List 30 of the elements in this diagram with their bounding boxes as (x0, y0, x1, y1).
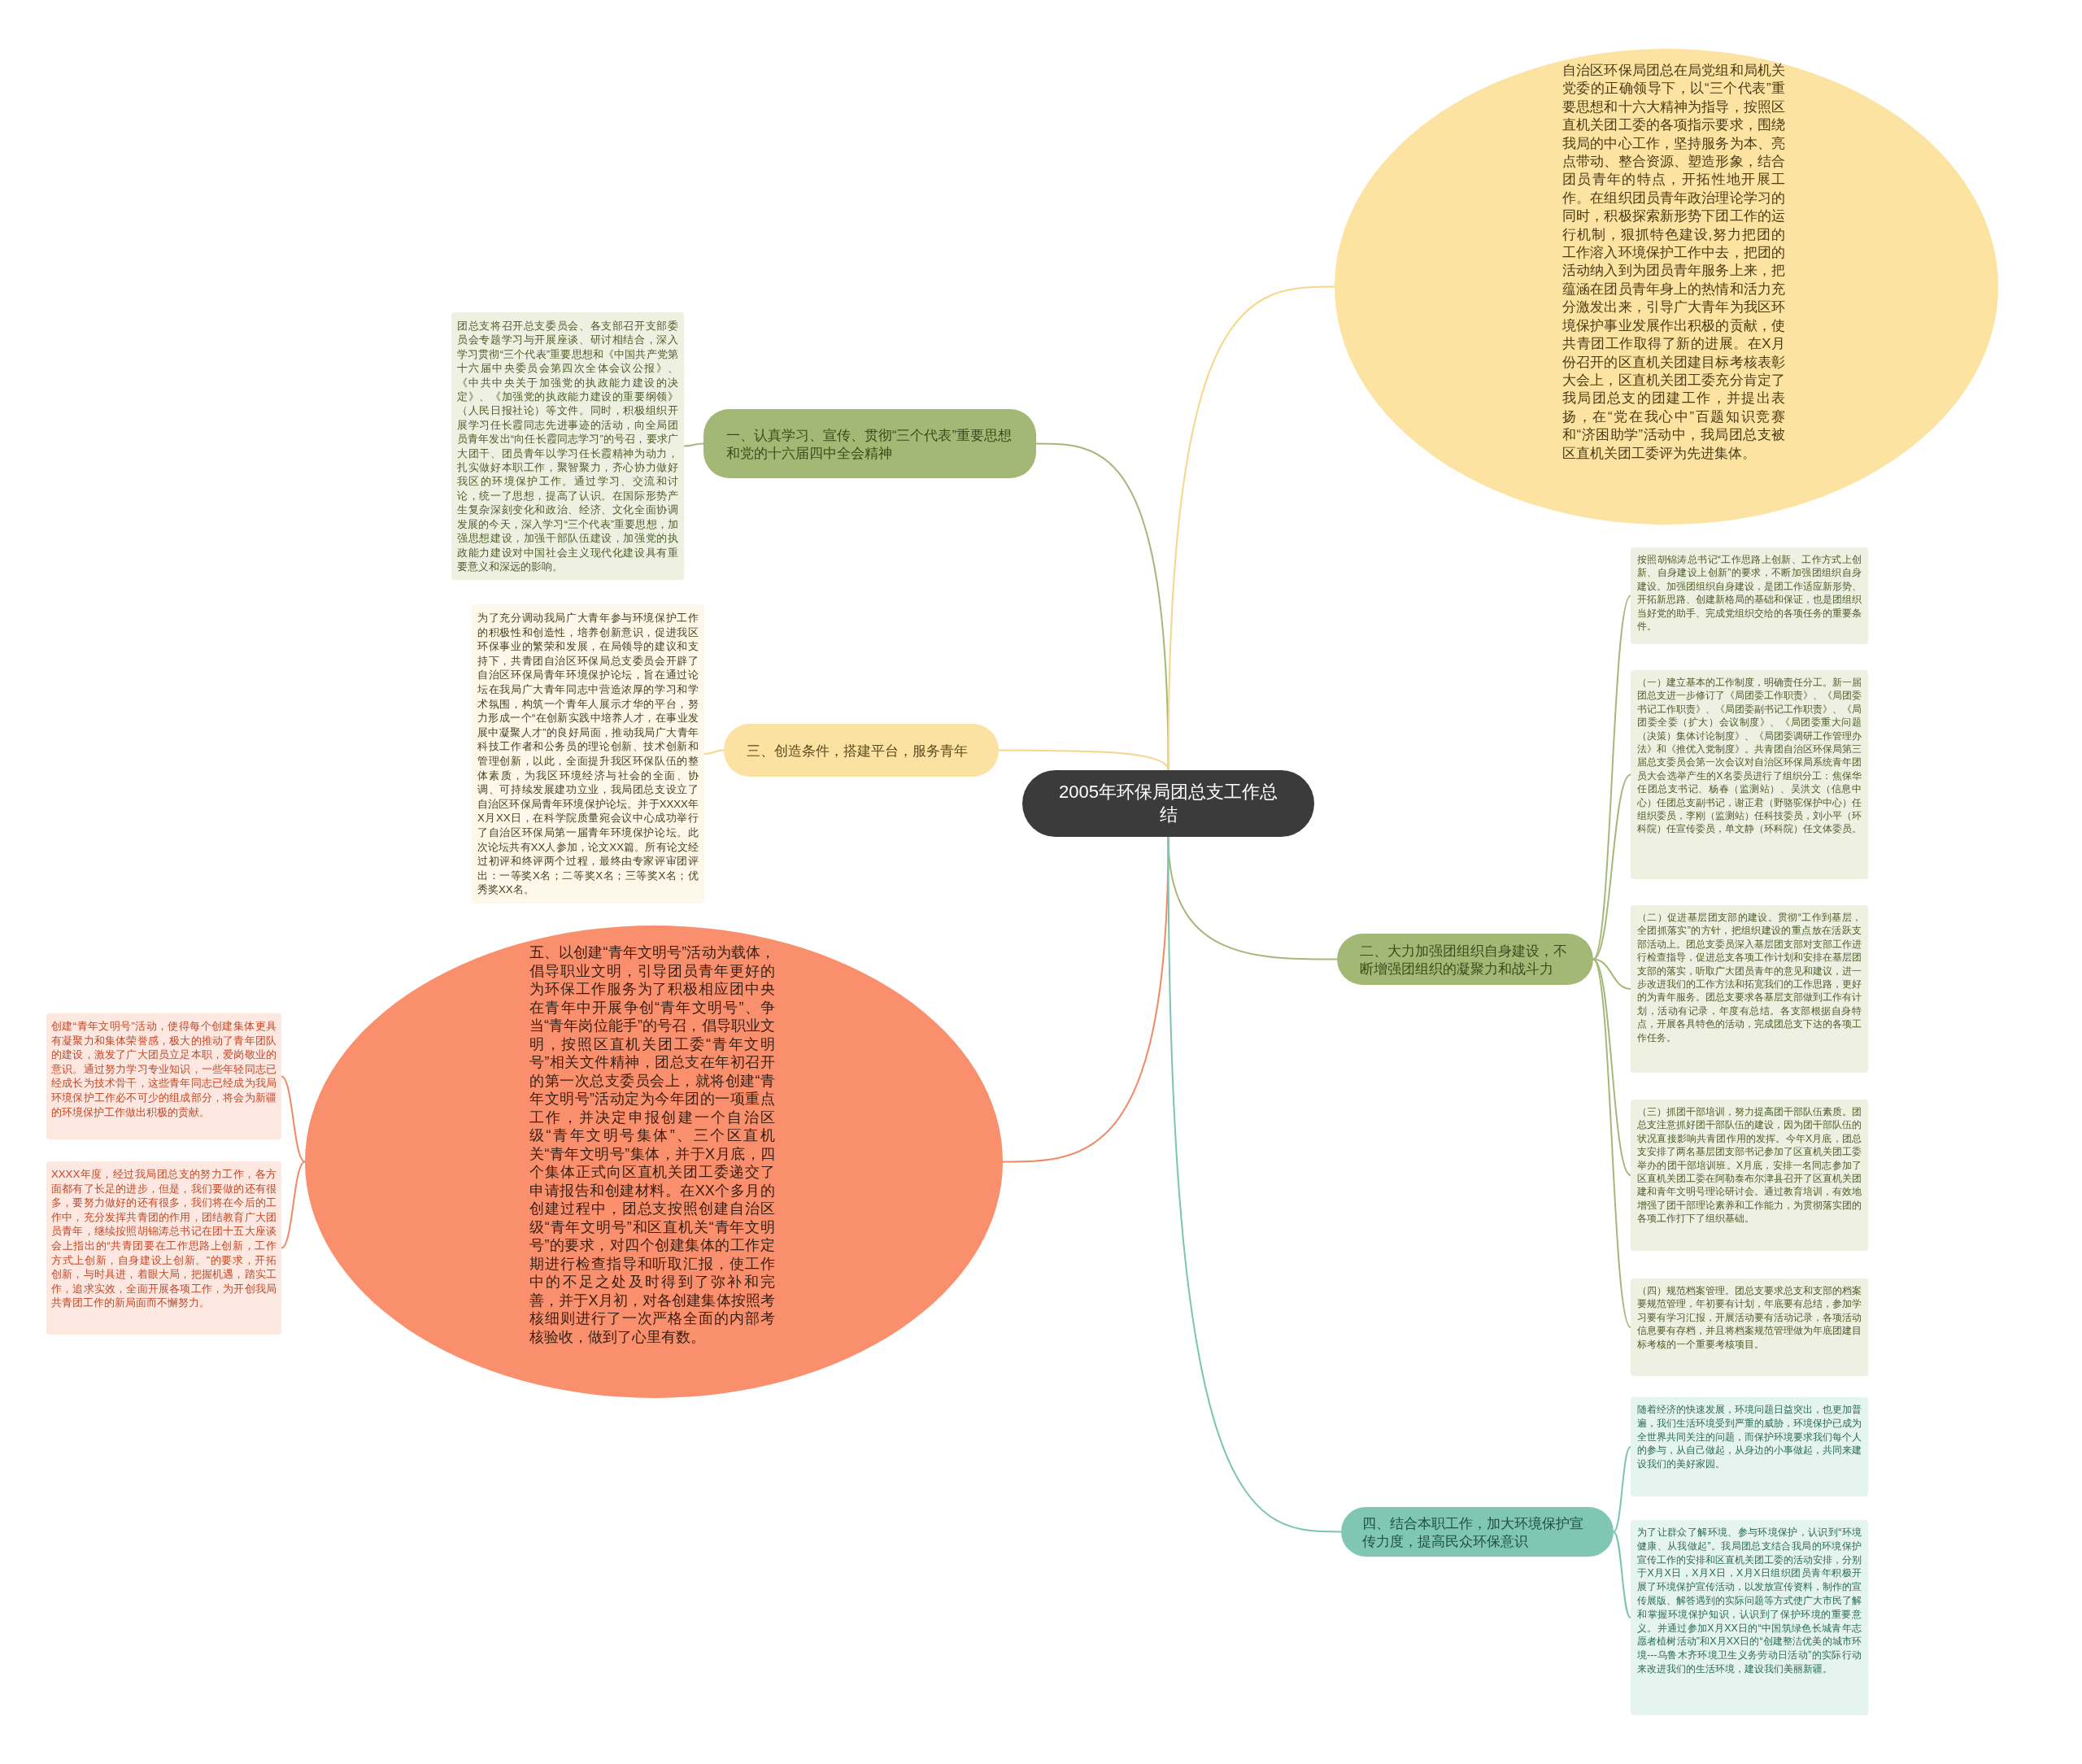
note-box: 创建“青年文明号”活动，使得每个创建集体更具有凝聚力和集体荣誉感，极大的推动了青年团队的建设，激发了广大团员立足本职，爱岗敬业的意识。通过努力学习专业知识，一些年轻同志已经成长为技术骨干，这些青年同志已经成为我局环境保护工作必不可少的组成部分，将会为新疆的环境保护工作做出积极的贡献。 (46, 1013, 281, 1139)
connector-line (1592, 958, 1631, 1328)
note-box: （一）建立基本的工作制度，明确责任分工。新一届团总支进一步修订了《局团委工作职责》、《局团委书记工作职责》、《局团委副书记工作职责》、《局团委全委（扩大）会议制度》、《局团委重大问题（决策）集体讨论制度》、《局团委调研工作管理办法》和《推优入党制度》。共青团自治区环保局第三届总支委员会第一次会议对自治区环保局系统青年团员大会选举产生的X名委员进行了组织分工：焦保华任团总支书记、杨春（监测站）、吴洪文（信息中心）任团总支副书记，谢正君（野骆驼保护中心）任组织委员，李刚（监测站）任科技委员，刘小平（环科院）任宣传委员，单文静（环科院）任文体委员。 (1631, 670, 1868, 879)
branch-topic: 二、大力加强团组织自身建设，不断增强团组织的凝聚力和战斗力 (1337, 934, 1593, 985)
note-box: 随着经济的快速发展，环境问题日益突出，也更加普遍，我们生活环境受到严重的威胁，环境保护已成为全世界共同关注的问题，而保护环境要求我们每个人的参与，从自己做起，从身边的小事做起，共同来建设我们的美好家园。 (1631, 1397, 1868, 1496)
connector-line (1167, 285, 1335, 771)
connector-line (1613, 1531, 1631, 1618)
note-box: 为了让群众了解环境、参与环境保护，认识到“环境健康、从我做起”。我局团总支结合我局的环境保护宣传工作的安排和区直机关团工委的活动安排，分别于X月X日，X月X日，X月X日组织团员青年积极开展了环境保护宣传活动，以发放宣传资料，制作的宣传展版、解答遇到的实际问题等方式使广大市民了解和掌握环境保护知识，认识到了保护环境的重要意义。并通过参加X月XX日的“中国筑绿色长城青年志愿者植树活动”和X月XX日的“创建整洁优美的城市环境---乌鲁木齐环境卫生义务劳动日活动”的实际行动来改进我们的生活环境，建设我们美丽新疆。 (1631, 1520, 1868, 1715)
note-box: （三）抓团干部培训，努力提高团干部队伍素质。团总支注意抓好团干部队伍的建设，因为团干部队伍的状况直接影响共青团作用的发挥。今年X月底，团总支安排了两名基层团支部书记参加了区直机关团工委举办的团干部培训班。X月底，安排一名同志参加了区直机关团工委在阿勒泰布尔津县召开了区直机关团建和青年文明号理论研讨会。通过教育培训，有效地增强了团干部理论素养和工作能力，为贯彻落实团的各项工作打下了组织基础。 (1631, 1100, 1868, 1251)
note-box: 团总支将召开总支委员会、各支部召开支部委员会专题学习与开展座谈、研讨相结合，深入学习贯彻“三个代表”重要思想和《中国共产党第十六届中央委员会第四次全体会议公报》、《中共中央关于加强党的执政能力建设的决定》、《加强党的执政能力建设的重要纲领》（人民日报社论）等文件。同时，积极组织开展学习任长霞同志先进事迹的活动，向全局团员青年发出“向任长霞同志学习”的号召，要求广大团干、团员青年以学习任长霞精神为动力，扎实做好本职工作，聚智聚力，齐心协力做好我区的环境保护工作。通过学习、交流和讨论，统一了思想，提高了认识。在国际形势产生复杂深刻变化和政治、经济、文化全面协调发展的今天，深入学习“三个代表”重要思想，加强思想建设，加强干部队伍建设，加强党的执政能力建设对中国社会主义现代化建设具有重要意义和深远的影响。 (451, 312, 684, 581)
branch-topic: 四、结合本职工作，加大环境保护宣传力度，提高民众环保意识 (1341, 1507, 1614, 1557)
connector-line (703, 749, 725, 755)
connector-line (1002, 836, 1169, 1163)
note-box: XXXX年度，经过我局团总支的努力工作，各方面都有了长足的进步，但是，我们要做的还有很多，要努力做好的还有很多，我们将在今后的工作中，充分发挥共青团的作用，团结教育广大团员青年，继续按照胡锦涛总书记在团十五大座谈会上指出的“共青团要在工作思路上创新，工作方式上创新，自身建设上创新。”的要求，开拓创新，与时具进，着眼大局，把握机遇，踏实工作，追求实效，全面开展各项工作，为开创我局共青团工作的新局面而不懈努力。 (46, 1161, 281, 1335)
connector-line (1167, 836, 1342, 1533)
note-box: （二）促进基层团支部的建设。贯彻“工作到基层，全团抓落实”的方针，把组织建设的重点放在活跃支部活动上。团总支委员深入基层团支部对支部工作进行检查指导，促进总支各项工作计划和安排在基层团支部的落实，听取广大团员青年的意见和建议，进一步改进我们的工作方法和拓宽我们的工作思路，更好的为青年服务。团总支要求各基层支部做到工作有计划，活动有记录，年度有总结。各支部根据自身特点，开展各具特色的活动，完成团总支下达的各项工作任务。 (1631, 905, 1868, 1073)
connector-line (1592, 958, 1631, 990)
topic-ellipse: 自治区环保局团总在局党组和局机关党委的正确领导下，以“三个代表”重要思想和十六大精神为指导，按照区直机关团工委的各项指示要求，围绕我局的中心工作，坚持服务为本、亮点带动、整合资源、塑造形象，结合团员青年的特点，开拓性地开展工作。在组织团员青年政治理论学习的同时，积极探索新形势下团工作的运行机制，狠抓特色建设,努力把团的工作溶入环境保护工作中去，把团的活动纳入到为团员青年服务上来，把蕴涵在团员青年身上的热情和活力充分激发出来，引导广大青年为我区环境保护事业发展作出积极的贡献，使共青团工作取得了新的进展。在X月份召开的区直机关团建目标考核表彰大会上，区直机关团工委充分肯定了我局团总支的团建工作，并提出表扬，在“党在我心中”百题知识竞赛和“济困助学”活动中，我局团总支被区直机关团工委评为先进集体。 (1335, 49, 1998, 525)
connector-line (683, 442, 704, 447)
note-box: （四）规范档案管理。团总支要求总支和支部的档案要规范管理，年初要有计划，年底要有总结，参加学习要有学习汇报，开展活动要有活动记录，各项活动信息要有存档，并且将档案规范管理做为年底团建目标考核的一个重要考核项目。 (1631, 1278, 1868, 1376)
branch-topic: 一、认真学习、宣传、贯彻“三个代表”重要思想和党的十六届四中全会精神 (703, 409, 1036, 478)
connector-line (1592, 773, 1631, 960)
branch-topic: 三、创造条件，搭建平台，服务青年 (724, 724, 999, 777)
note-box: 为了充分调动我局广大青年参与环境保护工作的积极性和创造性，培养创新意识，促进我区环保事业的繁荣和发展，在局领导的建议和支持下，共青团自治区环保局总支委员会开辟了自治区环保局青年环境保护论坛，旨在通过论坛在我局广大青年同志中营造浓厚的学习和学术氛围，构筑一个青年人展示才华的平台，努力形成一个“在创新实践中培养人才，在事业发展中凝聚人才”的良好局面，推动我局广大青年科技工作者和公务员的理论创新、技术创新和管理创新，以此，全面提升我区环保队伍的整体素质，为我区环境经济与社会的全面、协调、可持续发展建功立业，我局团总支设立了自治区环保局青年环境保护论坛。并于XXXX年X月XX日，在科学院质量宛会议中心成功举行了自治区环保局第一届青年环境保护论坛。此次论坛共有XX人参加，论文XX篇。所有论文经过初评和终评两个过程，最终由专家评审团评出：一等奖X名；二等奖X名；三等奖X名；优秀奖XX名。 (472, 604, 704, 904)
connector-line (1613, 1446, 1631, 1533)
topic-ellipse: 五、以创建“青年文明号”活动为载体，倡导职业文明，引导团员青年更好的为环保工作服务为了积极相应团中央在青年中开展争创“青年文明号”、争当“青年岗位能手”的号召，倡导职业文明，按照区直机关团工委“青年文明号”相关文件精神，团总支在年初召开的第一次总支委员会上，就将创建“青年文明号”活动定为今年团的一项重点工作，并决定申报创建一个自治区级“青年文明号集体”、三个区直机关“青年文明号”集体，并于X月底，四个集体正式向区直机关团工委递交了申请报告和创建材料。在XX个多月的创建过程中，团总支按照创建自治区级“青年文明号”和区直机关“青年文明号”的要求，对四个创建集体的工作定期进行检查指导和听取汇报，使工作中的不足之处及时得到了弥补和完善，并于X月初，对各创建集体按照考核细则进行了一次严格全面的内部考核验收，做到了心里有数。 (305, 926, 1003, 1398)
connector-line (281, 1161, 306, 1249)
connector-line (281, 1075, 306, 1163)
note-box: 按照胡锦涛总书记“工作思路上创新、工作方式上创新、自身建设上创新”的要求，不断加强团组织自身建设。加强团组织自身建设，是团工作适应新形势、开拓新思路、创建新格局的基础和保证，也是团组织当好党的助手、完成党组织交给的各项任务的重要条件。 (1631, 547, 1868, 644)
root-topic: 2005年环保局团总支工作总结 (1022, 770, 1314, 837)
